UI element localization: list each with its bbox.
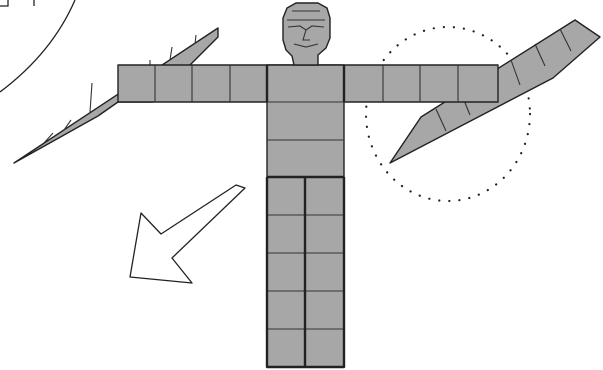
direction-arrow bbox=[129, 184, 246, 284]
partial-circle bbox=[0, 0, 76, 93]
rotation-circle bbox=[364, 25, 532, 203]
head bbox=[282, 2, 331, 66]
torso bbox=[265, 64, 346, 178]
right-leg bbox=[304, 176, 345, 368]
left-leg bbox=[266, 176, 306, 368]
